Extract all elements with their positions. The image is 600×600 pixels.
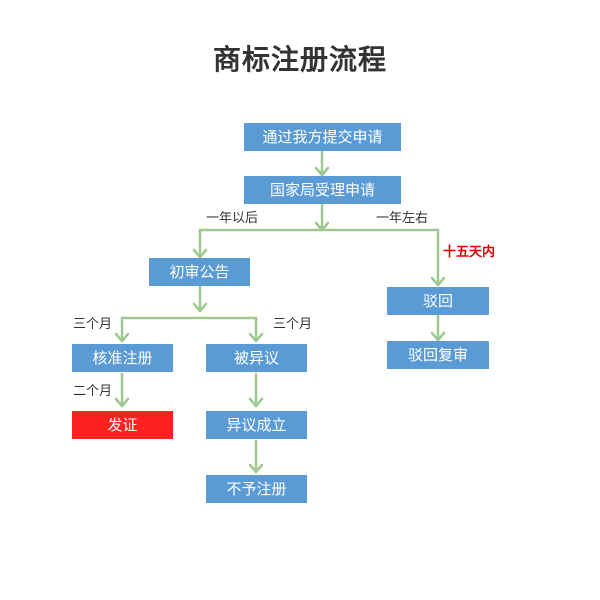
node-not-registered: 不予注册 xyxy=(206,475,307,503)
label-about-one-year: 一年左右 xyxy=(376,211,429,226)
arrow-head xyxy=(248,397,264,408)
arrow-head xyxy=(192,248,208,259)
node-submit: 通过我方提交申请 xyxy=(244,123,401,151)
label-three-months-right: 三个月 xyxy=(273,317,313,332)
arrow-head xyxy=(114,332,130,343)
node-opposed: 被异议 xyxy=(206,344,307,372)
arrow-head xyxy=(248,332,264,343)
page-title: 商标注册流程 xyxy=(212,43,387,76)
arrow-head xyxy=(430,331,446,342)
arrow-head xyxy=(314,166,330,177)
node-accept: 国家局受理申请 xyxy=(244,176,401,204)
node-review: 驳回复审 xyxy=(387,341,489,369)
node-rejected: 驳回 xyxy=(387,287,489,315)
arrow-head xyxy=(430,276,446,287)
node-opposition-ok: 异议成立 xyxy=(206,411,307,439)
node-preliminary: 初审公告 xyxy=(149,258,250,286)
arrow-head xyxy=(192,302,208,313)
label-one-year-later: 一年以后 xyxy=(206,211,259,226)
arrow-head xyxy=(114,397,130,408)
node-approved: 核准注册 xyxy=(72,344,173,372)
arrow-head xyxy=(248,463,264,474)
label-within-fifteen-days: 十五天内 xyxy=(443,245,496,260)
label-two-months: 二个月 xyxy=(73,384,113,399)
node-certificate: 发证 xyxy=(72,411,173,439)
label-three-months-left: 三个月 xyxy=(73,317,113,332)
